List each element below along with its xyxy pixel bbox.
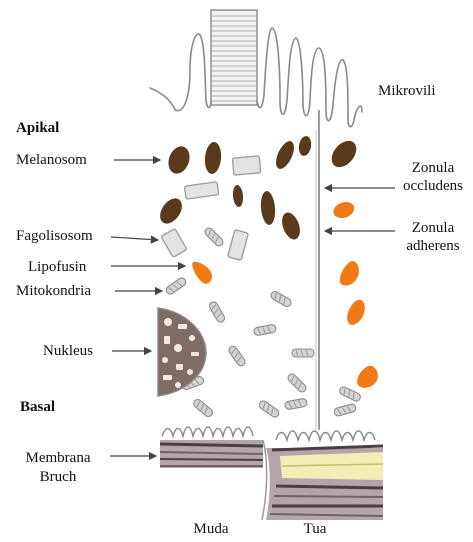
microvillus-right-2 — [303, 48, 362, 127]
label-mitokondria: Mitokondria — [16, 283, 91, 300]
melanosome — [327, 136, 362, 172]
label-tua: Tua — [295, 521, 335, 538]
label-zonula-adherens-1: Zonula — [398, 220, 468, 237]
cell-boundary — [316, 110, 319, 430]
label-nukleus: Nukleus — [43, 343, 93, 360]
label-lipofusin: Lipofusin — [28, 259, 86, 276]
mitochondrion — [338, 386, 361, 403]
label-melanosom: Melanosom — [16, 152, 87, 169]
lipofuscin — [192, 262, 212, 284]
basal-infoldings — [162, 427, 375, 440]
mitochondrion — [269, 290, 292, 308]
label-zonula-occludens-2: occludens — [398, 178, 468, 195]
mitochondrion — [208, 300, 226, 323]
melanosome — [260, 190, 277, 225]
mitochondrion — [203, 226, 224, 247]
label-membrana-2: Bruch — [16, 469, 100, 486]
lipofuscin — [357, 366, 378, 388]
mitochondrion — [192, 398, 214, 418]
mitochondrion — [333, 403, 356, 416]
label-fagolisosom: Fagolisosom — [16, 228, 93, 245]
bruch-membrane — [160, 440, 383, 520]
arrow-fagolisosom — [111, 237, 158, 240]
melanosome — [156, 194, 187, 227]
label-mikrovili: Mikrovili — [378, 83, 436, 100]
melanosome — [297, 135, 312, 157]
microvillus-right-1 — [257, 28, 303, 114]
mitochondrion — [286, 372, 307, 393]
microvillus-left — [150, 34, 211, 111]
melanosome — [279, 210, 304, 242]
label-zonula-occludens-1: Zonula — [398, 160, 468, 177]
label-basal: Basal — [20, 399, 55, 416]
lipofuscin — [340, 261, 359, 285]
melanosome — [232, 185, 244, 208]
melanosome — [272, 138, 297, 171]
microvilli — [150, 10, 362, 127]
label-membrana-1: Membrana — [16, 450, 100, 467]
mitochondrion — [258, 399, 281, 418]
phagolysosome — [228, 230, 249, 261]
phagolysosome — [232, 156, 260, 175]
phagolysosome — [184, 182, 218, 199]
label-zonula-adherens-2: adherens — [398, 238, 468, 255]
label-muda: Muda — [186, 521, 236, 538]
melanosome — [165, 143, 193, 176]
mitochondrion — [292, 349, 314, 357]
label-apikal: Apikal — [16, 120, 59, 137]
mitochondria — [165, 226, 362, 418]
mitochondrion — [253, 324, 276, 336]
mitochondrion — [227, 345, 246, 368]
mitochondrion — [165, 276, 188, 295]
lipofuscin — [334, 202, 355, 218]
phagolysosome — [161, 229, 187, 258]
melanosome — [204, 141, 223, 174]
mitochondrion — [284, 398, 307, 410]
lipofuscin — [347, 300, 365, 325]
